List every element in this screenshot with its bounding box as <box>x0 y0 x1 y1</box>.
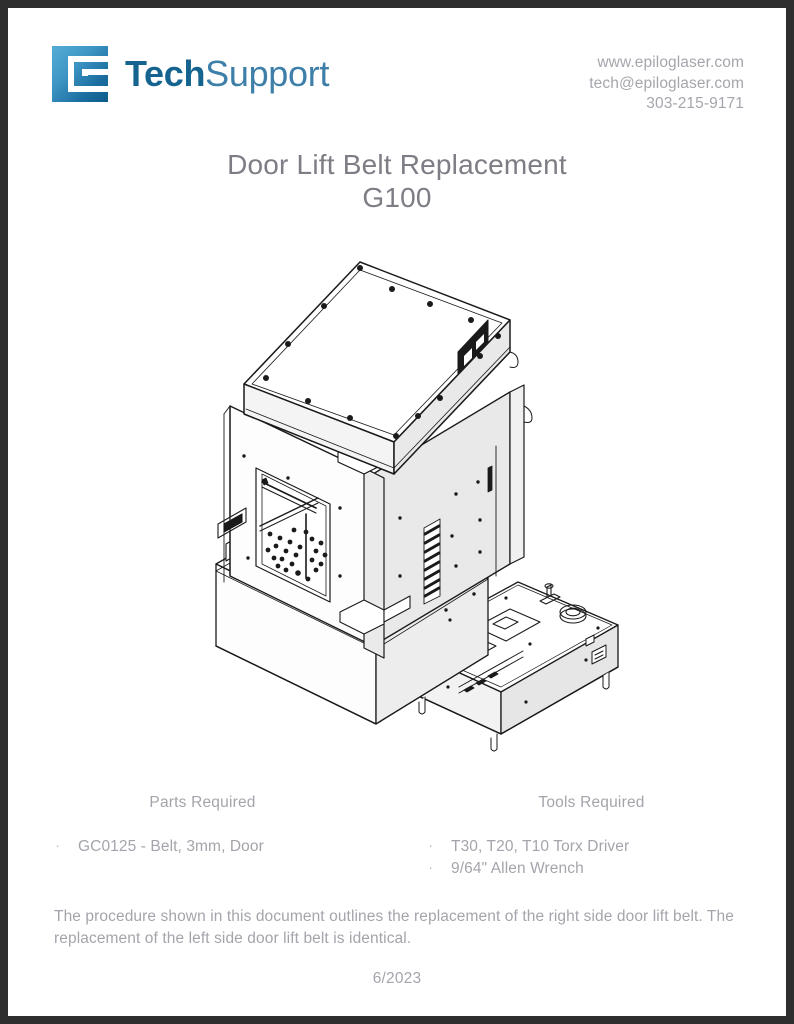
tools-required-list: · T30, T20, T10 Torx Driver · 9/64" Alle… <box>397 836 786 880</box>
page-title: Door Lift Belt Replacement G100 <box>8 148 786 214</box>
requirements-section: Parts Required · GC0125 - Belt, 3mm, Doo… <box>8 794 786 880</box>
machine-illustration <box>188 246 628 766</box>
tools-required-column: Tools Required · T30, T20, T10 Torx Driv… <box>397 794 786 880</box>
vent-grille <box>423 518 441 605</box>
top-enclosure <box>243 261 519 475</box>
parts-required-column: Parts Required · GC0125 - Belt, 3mm, Doo… <box>8 794 397 880</box>
document-model: G100 <box>362 182 432 214</box>
contact-email[interactable]: tech@epiloglaser.com <box>589 74 744 92</box>
wordmark-support: Support <box>205 53 330 94</box>
document-date: 6/2023 <box>372 970 422 987</box>
brand-wordmark: TechSupport <box>125 56 329 92</box>
part-item-text: GC0125 - Belt, 3mm, Door <box>78 838 264 855</box>
bullet-icon: · <box>428 859 433 875</box>
contact-info: www.epiloglaser.com tech@epiloglaser.com… <box>589 53 744 115</box>
tool-item-text: 9/64" Allen Wrench <box>451 860 584 877</box>
list-item: · GC0125 - Belt, 3mm, Door <box>34 836 397 858</box>
tools-required-heading: Tools Required <box>538 794 645 811</box>
document-header: TechSupport www.epiloglaser.com tech@epi… <box>8 8 786 126</box>
contact-phone: 303-215-9171 <box>646 95 744 113</box>
bullet-icon: · <box>55 837 60 853</box>
wordmark-tech: Tech <box>125 53 206 94</box>
procedure-note: The procedure shown in this document out… <box>54 908 734 948</box>
list-item: · T30, T20, T10 Torx Driver <box>407 836 786 858</box>
bullet-icon: · <box>428 837 433 853</box>
machine-tower <box>229 384 533 659</box>
parts-required-heading: Parts Required <box>149 794 256 811</box>
tool-item-text: T30, T20, T10 Torx Driver <box>451 838 630 855</box>
contact-website[interactable]: www.epiloglaser.com <box>597 54 744 71</box>
parts-required-list: · GC0125 - Belt, 3mm, Door <box>8 836 397 858</box>
epilog-e-logo-icon <box>52 46 108 102</box>
document-page: TechSupport www.epiloglaser.com tech@epi… <box>8 8 786 1016</box>
document-title: Door Lift Belt Replacement <box>227 149 567 180</box>
brand-logo-block: TechSupport <box>52 46 329 102</box>
door-opening <box>255 467 331 603</box>
list-item: · 9/64" Allen Wrench <box>407 858 786 880</box>
